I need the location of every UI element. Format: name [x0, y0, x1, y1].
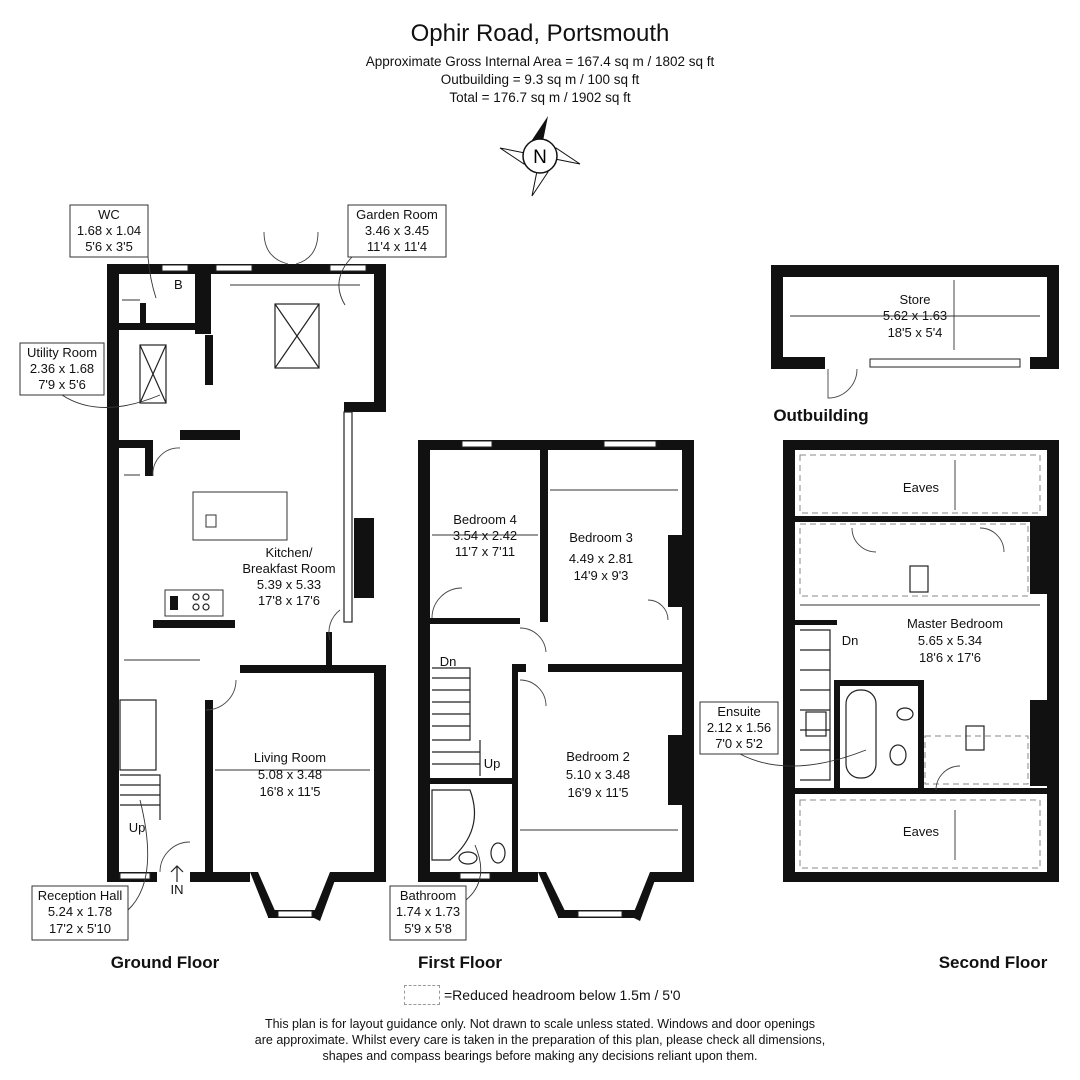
outbuilding-label: Outbuilding	[773, 406, 868, 425]
compass-icon: N	[499, 116, 581, 197]
reduced-headroom-swatch	[404, 985, 440, 1005]
kitchen-metric: 5.39 x 5.33	[257, 577, 321, 592]
bedroom2-name: Bedroom 2	[566, 749, 630, 764]
wc-imperial: 5'6 x 3'5	[85, 239, 133, 254]
bedroom4-name: Bedroom 4	[453, 512, 517, 527]
living-room-name: Living Room	[254, 750, 326, 765]
eaves-top-label: Eaves	[903, 480, 940, 495]
living-room-metric: 5.08 x 3.48	[258, 767, 322, 782]
bedroom3-imperial: 14'9 x 9'3	[574, 568, 629, 583]
disclaimer-line-1: This plan is for layout guidance only. N…	[264, 1017, 816, 1031]
bedroom2-imperial: 16'9 x 11'5	[567, 785, 628, 800]
entrance-marker: IN	[171, 882, 184, 897]
first-floor-label: First Floor	[418, 953, 502, 972]
area-gross: Approximate Gross Internal Area = 167.4 …	[365, 54, 715, 69]
ground-up-marker: Up	[129, 820, 146, 835]
utility-room-metric: 2.36 x 1.68	[30, 361, 94, 376]
ensuite-metric: 2.12 x 1.56	[707, 720, 771, 735]
kitchen-imperial: 17'8 x 17'6	[258, 593, 320, 608]
second-floor-label: Second Floor	[939, 953, 1048, 972]
bedroom4-metric: 3.54 x 2.42	[453, 528, 517, 543]
store-name: Store	[899, 292, 930, 307]
entrance-arrow-icon	[170, 865, 184, 882]
garden-room-name: Garden Room	[356, 207, 438, 222]
eaves-bottom-label: Eaves	[903, 824, 940, 839]
outbuilding-plan: Store 5.62 x 1.63 18'5 x 5'4 Outbuilding	[771, 265, 1059, 425]
utility-room-imperial: 7'9 x 5'6	[38, 377, 86, 392]
garden-room-metric: 3.46 x 3.45	[365, 223, 429, 238]
wc-metric: 1.68 x 1.04	[77, 223, 141, 238]
bedroom2-metric: 5.10 x 3.48	[566, 767, 630, 782]
master-bedroom-metric: 5.65 x 5.34	[918, 633, 982, 648]
ground-floor-plan: B Living Room 5.08 x 3.48 16'8 x 11'5 Ki…	[19, 204, 447, 972]
plan-title: Ophir Road, Portsmouth	[410, 20, 670, 47]
reception-hall-name: Reception Hall	[38, 888, 123, 903]
area-outbuilding: Outbuilding = 9.3 sq m / 100 sq ft	[440, 72, 640, 87]
second-floor-plan: Eaves Eaves Master Bedroom 5.65 x 5.34 1…	[699, 440, 1059, 972]
master-bedroom-name: Master Bedroom	[907, 616, 1003, 631]
disclaimer: This plan is for layout guidance only. N…	[0, 1016, 1080, 1064]
second-dn-marker: Dn	[842, 633, 859, 648]
compass-label: N	[533, 147, 547, 168]
bathroom-name: Bathroom	[400, 888, 456, 903]
bedroom4-imperial: 11'7 x 7'11	[455, 544, 515, 559]
first-floor-plan: Bedroom 4 3.54 x 2.42 11'7 x 7'11 Bedroo…	[389, 440, 694, 972]
first-up-marker: Up	[484, 756, 501, 771]
kitchen-name-1: Kitchen/	[266, 545, 313, 560]
store-metric: 5.62 x 1.63	[883, 308, 947, 323]
first-dn-marker: Dn	[440, 654, 457, 669]
bathroom-imperial: 5'9 x 5'8	[404, 921, 452, 936]
wc-name: WC	[98, 207, 120, 222]
area-total: Total = 176.7 sq m / 1902 sq ft	[449, 90, 631, 105]
garden-room-imperial: 11'4 x 11'4	[367, 239, 427, 254]
ground-floor-label: Ground Floor	[111, 953, 220, 972]
disclaimer-line-3: shapes and compass bearings before makin…	[322, 1049, 758, 1063]
legend: =Reduced headroom below 1.5m / 5'0	[404, 985, 681, 1005]
kitchen-name-2: Breakfast Room	[242, 561, 335, 576]
ensuite-name: Ensuite	[717, 704, 760, 719]
reception-hall-metric: 5.24 x 1.78	[48, 904, 112, 919]
reception-hall-imperial: 17'2 x 5'10	[49, 921, 111, 936]
bathroom-metric: 1.74 x 1.73	[396, 904, 460, 919]
utility-room-name: Utility Room	[27, 345, 97, 360]
ensuite-imperial: 7'0 x 5'2	[715, 736, 763, 751]
bedroom3-metric: 4.49 x 2.81	[569, 551, 633, 566]
living-room-imperial: 16'8 x 11'5	[259, 784, 320, 799]
legend-text: =Reduced headroom below 1.5m / 5'0	[444, 987, 681, 1003]
store-imperial: 18'5 x 5'4	[888, 325, 943, 340]
master-bedroom-imperial: 18'6 x 17'6	[919, 650, 981, 665]
boiler-marker: B	[174, 277, 183, 292]
bedroom3-name: Bedroom 3	[569, 530, 633, 545]
disclaimer-line-2: are approximate. Whilst every care is ta…	[254, 1033, 826, 1047]
